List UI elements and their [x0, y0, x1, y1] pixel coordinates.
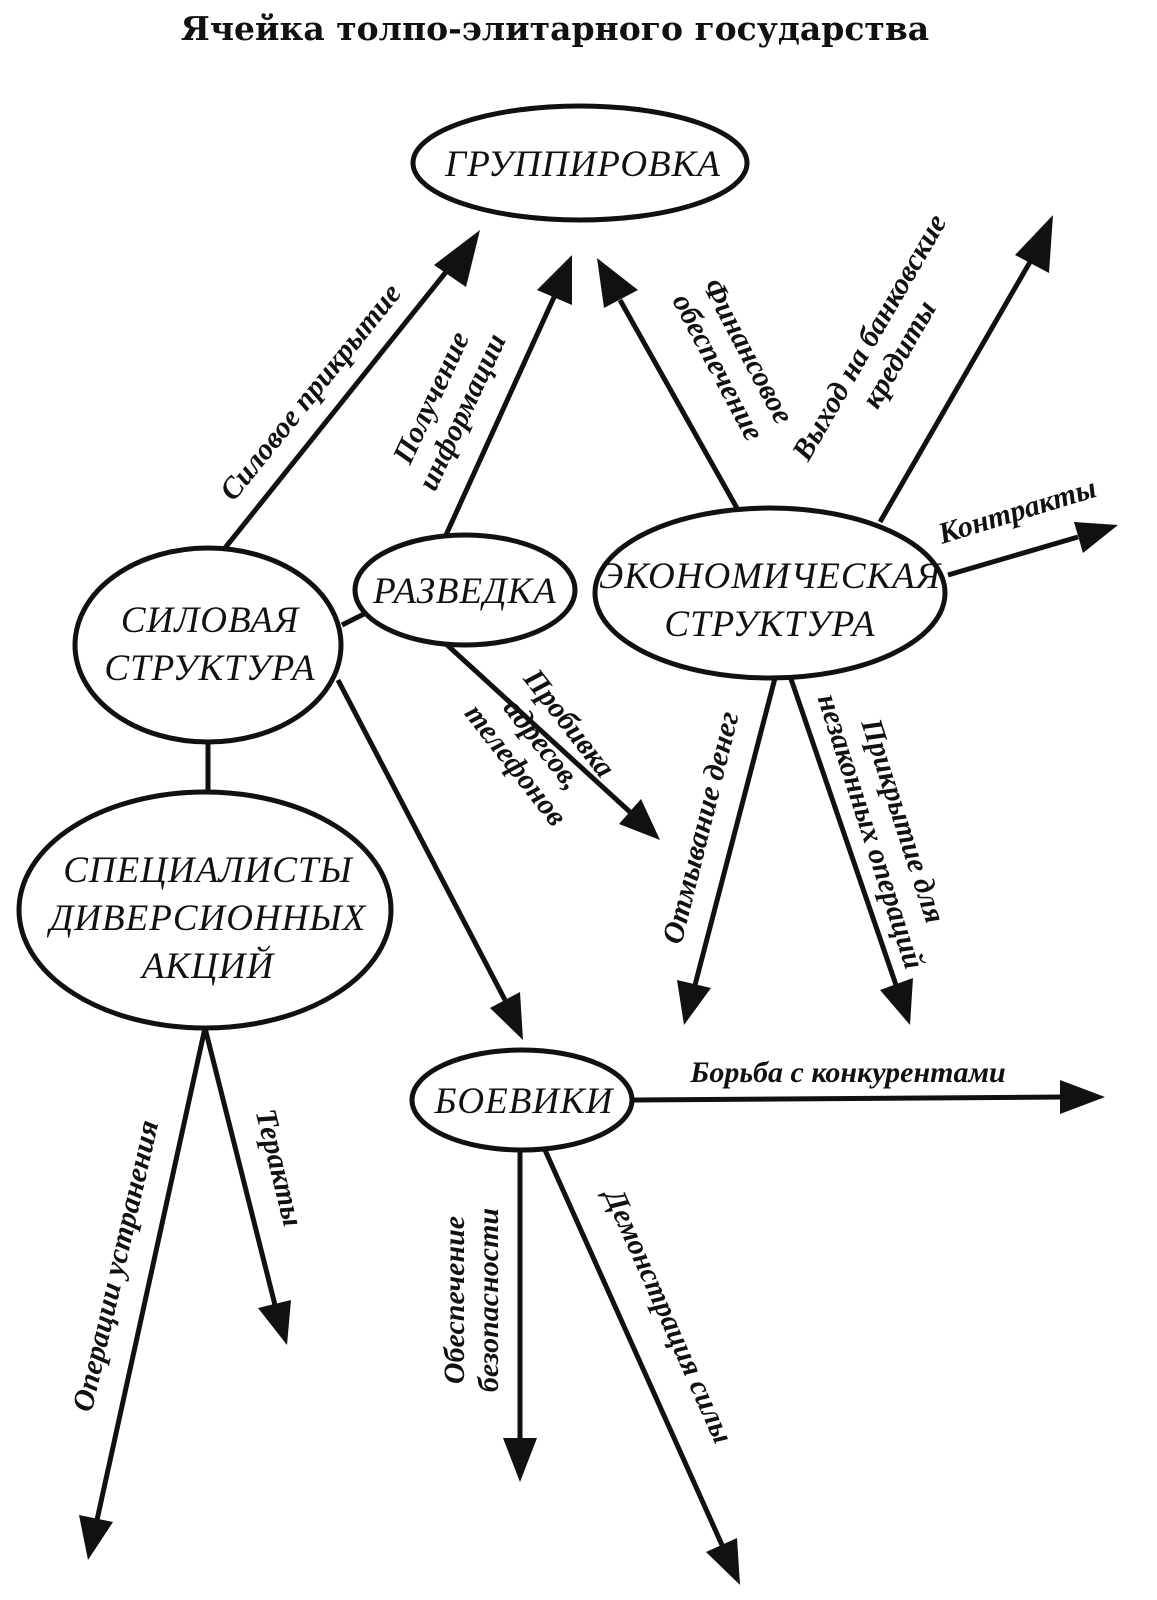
node-silovaya-struktura-label-line-1: СИЛОВАЯ: [121, 600, 301, 641]
node-gruppirovka-shape: [410, 103, 750, 223]
node-razvedka-shape: [352, 532, 578, 648]
node-specialisty-diversionnyh-akciy-shape: [16, 789, 394, 1031]
node-ekonomicheskaya-struktura: ЭКОНОМИЧЕСКАЯ СТРУКТУРА: [592, 505, 948, 681]
node-specialisty-label-line-3: АКЦИЙ: [139, 944, 276, 987]
edge-poluchenie-informacii-arrowhead: [537, 255, 572, 305]
node-silovaya-struktura-shape: [72, 545, 344, 745]
node-razvedka-label: РАЗВЕДКА: [372, 571, 557, 612]
label-silovoe-prikrytie: Силовое прикрытие: [213, 277, 408, 507]
node-ekonomicheskaya-struktura-shape: [592, 505, 948, 681]
node-silovaya-struktura: СИЛОВАЯ СТРУКТУРА: [72, 545, 344, 745]
label-terakty: Теракты: [249, 1106, 310, 1230]
edge-vyhod-na-bankovskie-kredity: [877, 260, 1033, 524]
edge-prikrytie-nezakonnyh-operaciy: [787, 675, 899, 986]
edge-probivka: [443, 641, 632, 814]
edge-poluchenie-informacii: [443, 293, 558, 537]
node-boeviki-label: БОЕВИКИ: [434, 1081, 615, 1122]
label-obespechenie-line-1: Обеспечение: [438, 1216, 471, 1384]
edge-kontrakty: [947, 534, 1079, 578]
node-silovaya-struktura-label-line-2: СТРУКТУРА: [104, 648, 315, 689]
node-boeviki-shape: [409, 1047, 635, 1153]
node-boeviki: БОЕВИКИ: [409, 1047, 635, 1153]
edge-silovoe-prikrytie: [223, 260, 456, 550]
node-razvedka: РАЗВЕДКА: [352, 532, 578, 648]
edge-kontrakty-arrowhead: [1074, 522, 1118, 553]
label-borba-s-konkurentami: Борьба с конкурентами: [689, 1056, 1005, 1089]
edge-obespechenie-bezopasnosti-arrowhead: [503, 1438, 537, 1482]
edge-terakty: [202, 1027, 278, 1306]
label-otmyvanie-deneg: Отмывание денег: [656, 708, 746, 947]
label-vyhod-na-bankovskie-kredity: Выход на банковские кредиты: [785, 208, 953, 467]
edge-silovoe-prikrytie-arrowhead: [434, 230, 480, 287]
edge-demonstraciya-sily-arrowhead: [706, 1538, 740, 1585]
edge-borba-s-konkurentami: [631, 1094, 1063, 1103]
node-gruppirovka-label: ГРУППИРОВКА: [444, 144, 721, 185]
edge-finansovoe-obespechenie: [617, 298, 741, 512]
edge-borba-s-konkurentami-arrowhead: [1060, 1080, 1105, 1114]
label-obespechenie-line-2: безопасности: [472, 1208, 505, 1392]
node-specialisty-label-line-2: ДИВЕРСИОННЫХ: [47, 898, 367, 939]
label-obespechenie-bezopasnosti: Обеспечение безопасности: [438, 1208, 505, 1392]
node-specialisty-diversionnyh-akciy: СПЕЦИАЛИСТЫ ДИВЕРСИОННЫХ АКЦИЙ: [16, 789, 394, 1031]
edge-terakty-arrowhead: [258, 1300, 291, 1345]
label-prikrytie-nezakonnyh-operaciy: Прикрытие для незаконных операций: [811, 690, 952, 973]
edge-operacii-ustraneniya-arrowhead: [79, 1515, 113, 1560]
edge-probivka-arrowhead: [619, 799, 660, 840]
edge-silovaya-boeviki-arrowhead: [490, 992, 523, 1040]
label-otmyvanie-deneg-line-1: Отмывание денег: [656, 708, 746, 947]
node-ekonomicheskaya-struktura-label-line-1: ЭКОНОМИЧЕСКАЯ: [599, 556, 943, 597]
edge-finansovoe-obespechenie-arrowhead: [597, 258, 638, 308]
edge-prikrytie-nezakonnyh-operaciy-arrowhead: [880, 978, 913, 1025]
node-specialisty-label-line-1: СПЕЦИАЛИСТЫ: [63, 850, 353, 891]
label-terakty-line-1: Теракты: [249, 1106, 310, 1230]
edge-vyhod-na-bankovskie-kredity-arrowhead: [1015, 215, 1053, 273]
edge-operacii-ustraneniya: [94, 1027, 208, 1521]
label-probivka: Пробивка адресов, телефонов: [458, 662, 622, 832]
node-ekonomicheskaya-struktura-label-line-2: СТРУКТУРА: [664, 604, 875, 645]
edge-silovaya-boeviki: [335, 678, 508, 1002]
label-vyhod-line-1: Выход на банковские: [785, 208, 953, 467]
edge-otmyvanie-deneg: [692, 677, 778, 986]
edge-demonstraciya-sily: [542, 1148, 725, 1547]
diagram-title: Ячейка толпо-элитарного государства: [181, 9, 929, 48]
label-borba-line-1: Борьба с конкурентами: [689, 1056, 1005, 1089]
node-gruppirovka: ГРУППИРОВКА: [410, 103, 750, 223]
label-silovoe-prikrytie-line-1: Силовое прикрытие: [213, 277, 408, 507]
edge-otmyvanie-deneg-arrowhead: [677, 980, 711, 1025]
label-poluchenie-informacii: Получение информации: [386, 326, 513, 495]
